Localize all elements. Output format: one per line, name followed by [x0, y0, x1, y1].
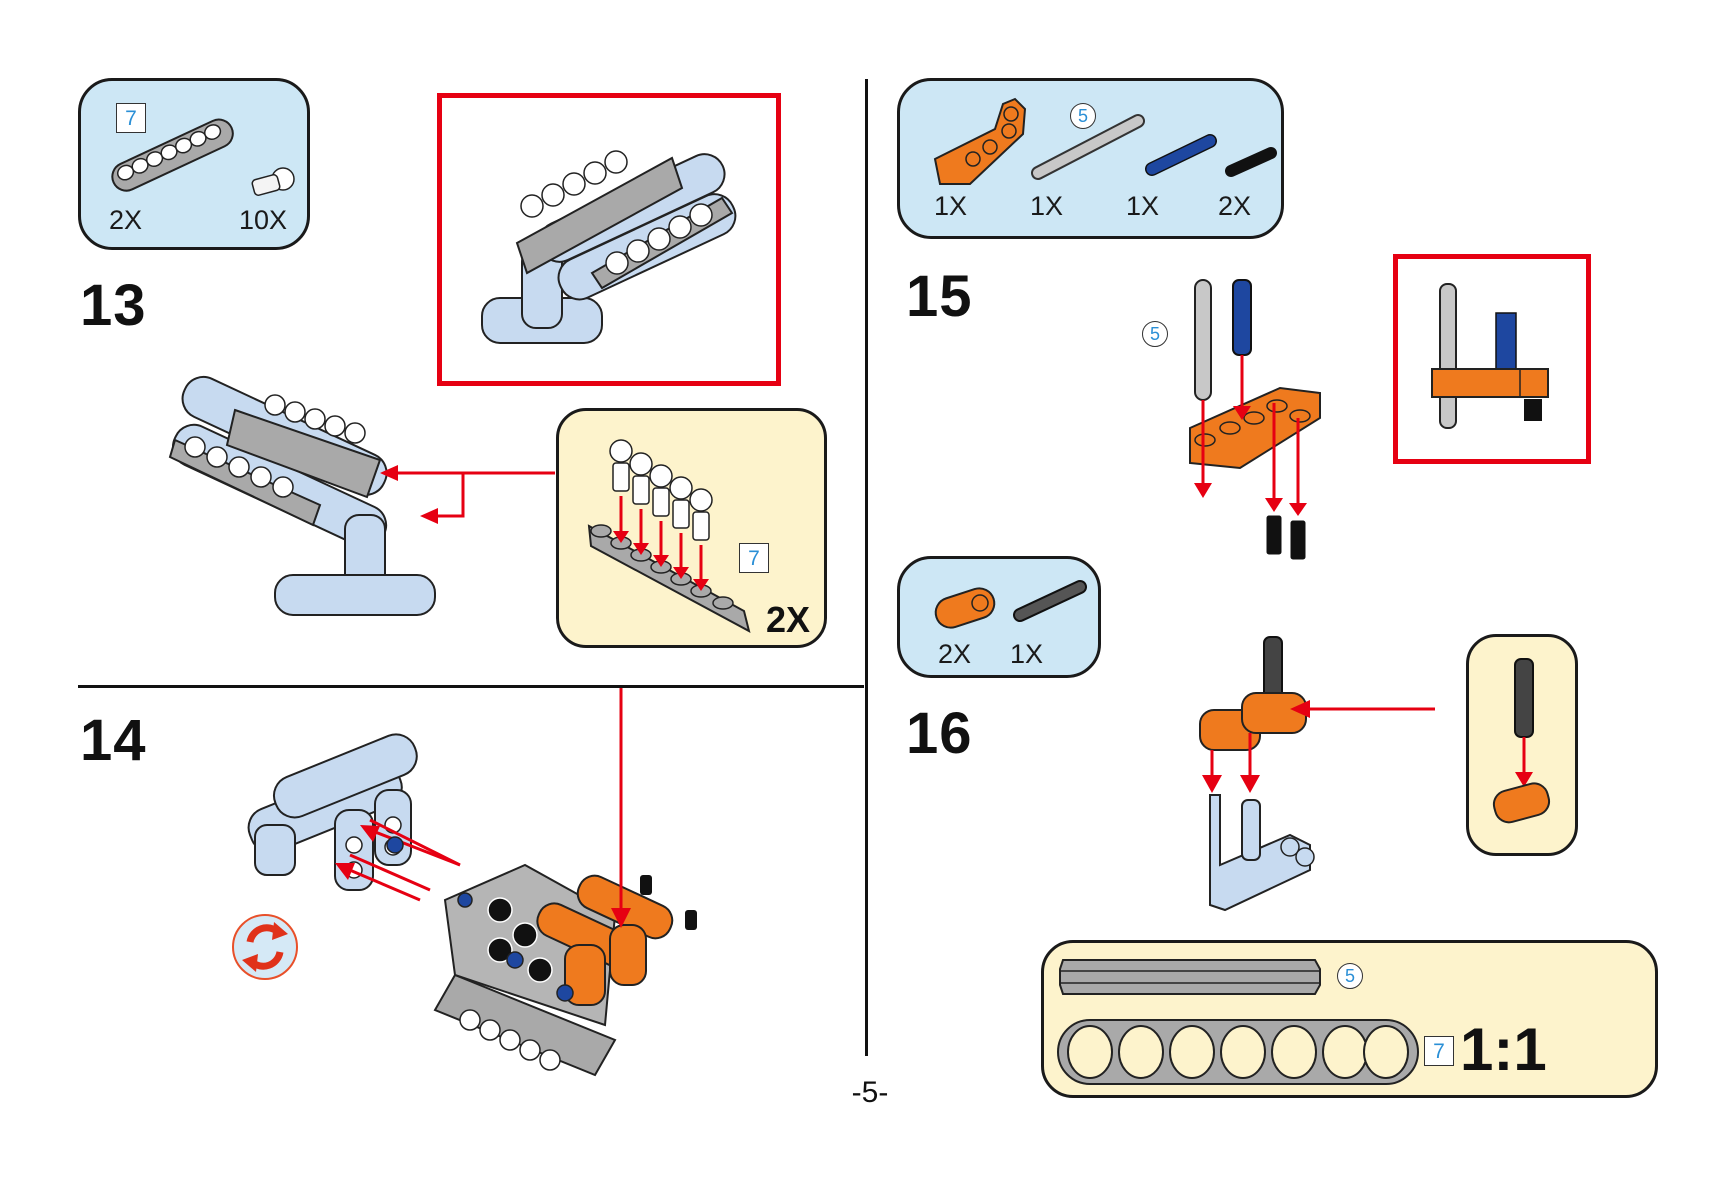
qty-label: 1X [934, 191, 968, 221]
qty-label: 2X [109, 205, 143, 235]
step-14-arrows [335, 825, 461, 902]
beam-length-label: 7 [1424, 1036, 1454, 1066]
long-pin-blue-icon [1145, 134, 1217, 176]
step-14-engine-assembly-illustration [386, 836, 697, 1077]
horizontal-section-divider [78, 685, 864, 688]
pin-black-icon [1225, 147, 1277, 177]
scale-reference-box: 5 7 1:1 [1041, 940, 1658, 1098]
arrow-head [420, 508, 438, 524]
subassembly-multiplier: 2X [766, 599, 811, 640]
step-14-connect-arrows [349, 818, 461, 892]
step-16-subassembly-callout [1466, 634, 1578, 856]
step-13-subassembly-callout: 7 2X [556, 408, 827, 648]
axle-5-scale-illustration [1059, 959, 1321, 995]
qty-label: 2X [938, 639, 972, 669]
pin-into-beam-illustration [1492, 658, 1551, 824]
step-14-drop-arrow [611, 688, 631, 928]
step-number: 13 [80, 273, 147, 338]
vertical-page-divider [865, 79, 868, 1056]
step-13-main-assembly-illustration [168, 375, 436, 616]
axle-length-label: 5 [1142, 321, 1168, 347]
beam-length-label: 7 [739, 543, 769, 573]
qty-label: 2X [1218, 191, 1252, 221]
arrow-head [380, 465, 398, 481]
step-number: 14 [80, 708, 147, 773]
engine-block-assembly-illustration [481, 150, 737, 344]
step-16-assembly-illustration [1199, 636, 1315, 912]
arrow-head [1290, 700, 1310, 718]
beam-7-gray-icon [111, 118, 234, 192]
axle-5-gray-icon [1031, 114, 1145, 180]
page-number: -5- [851, 1076, 889, 1109]
qty-label: 10X [239, 205, 288, 235]
step-16-parts-box: 2X 1X [897, 556, 1101, 678]
axle-pin-darkgray-icon [1013, 580, 1087, 622]
step-number: 16 [906, 701, 973, 766]
step-16-insert-arrow [1290, 700, 1435, 718]
beam-length-label: 7 [116, 103, 146, 133]
l-beam-orange-icon [933, 97, 1027, 185]
step-15-assembly-illustration [1189, 279, 1321, 561]
axle-length-label: 5 [1070, 103, 1096, 129]
beam-with-ball-pins-illustration [587, 439, 751, 633]
ball-pin-white-icon [251, 167, 295, 196]
rotate-icon[interactable] [230, 912, 300, 982]
arrow-head [335, 863, 355, 880]
beam-2-orange-icon [934, 587, 996, 629]
step-15-result-illustration [1431, 283, 1549, 429]
arrow-head [360, 825, 380, 842]
step-15-result-preview [1393, 254, 1591, 464]
beam-7-scale-illustration [1057, 1019, 1419, 1085]
step-15-parts-box: 5 1X 1X 1X 2X [897, 78, 1284, 239]
qty-label: 1X [1010, 639, 1044, 669]
qty-label: 1X [1030, 191, 1064, 221]
step-13-parts-box: 7 2X 10X [78, 78, 310, 250]
step-number: 15 [906, 264, 973, 329]
scale-ratio: 1:1 [1460, 1016, 1547, 1083]
axle-length-label: 5 [1337, 963, 1363, 989]
step-13-result-preview [437, 93, 781, 386]
arrow-head [611, 908, 631, 928]
qty-label: 1X [1126, 191, 1160, 221]
step-13-insert-arrows [380, 465, 555, 524]
